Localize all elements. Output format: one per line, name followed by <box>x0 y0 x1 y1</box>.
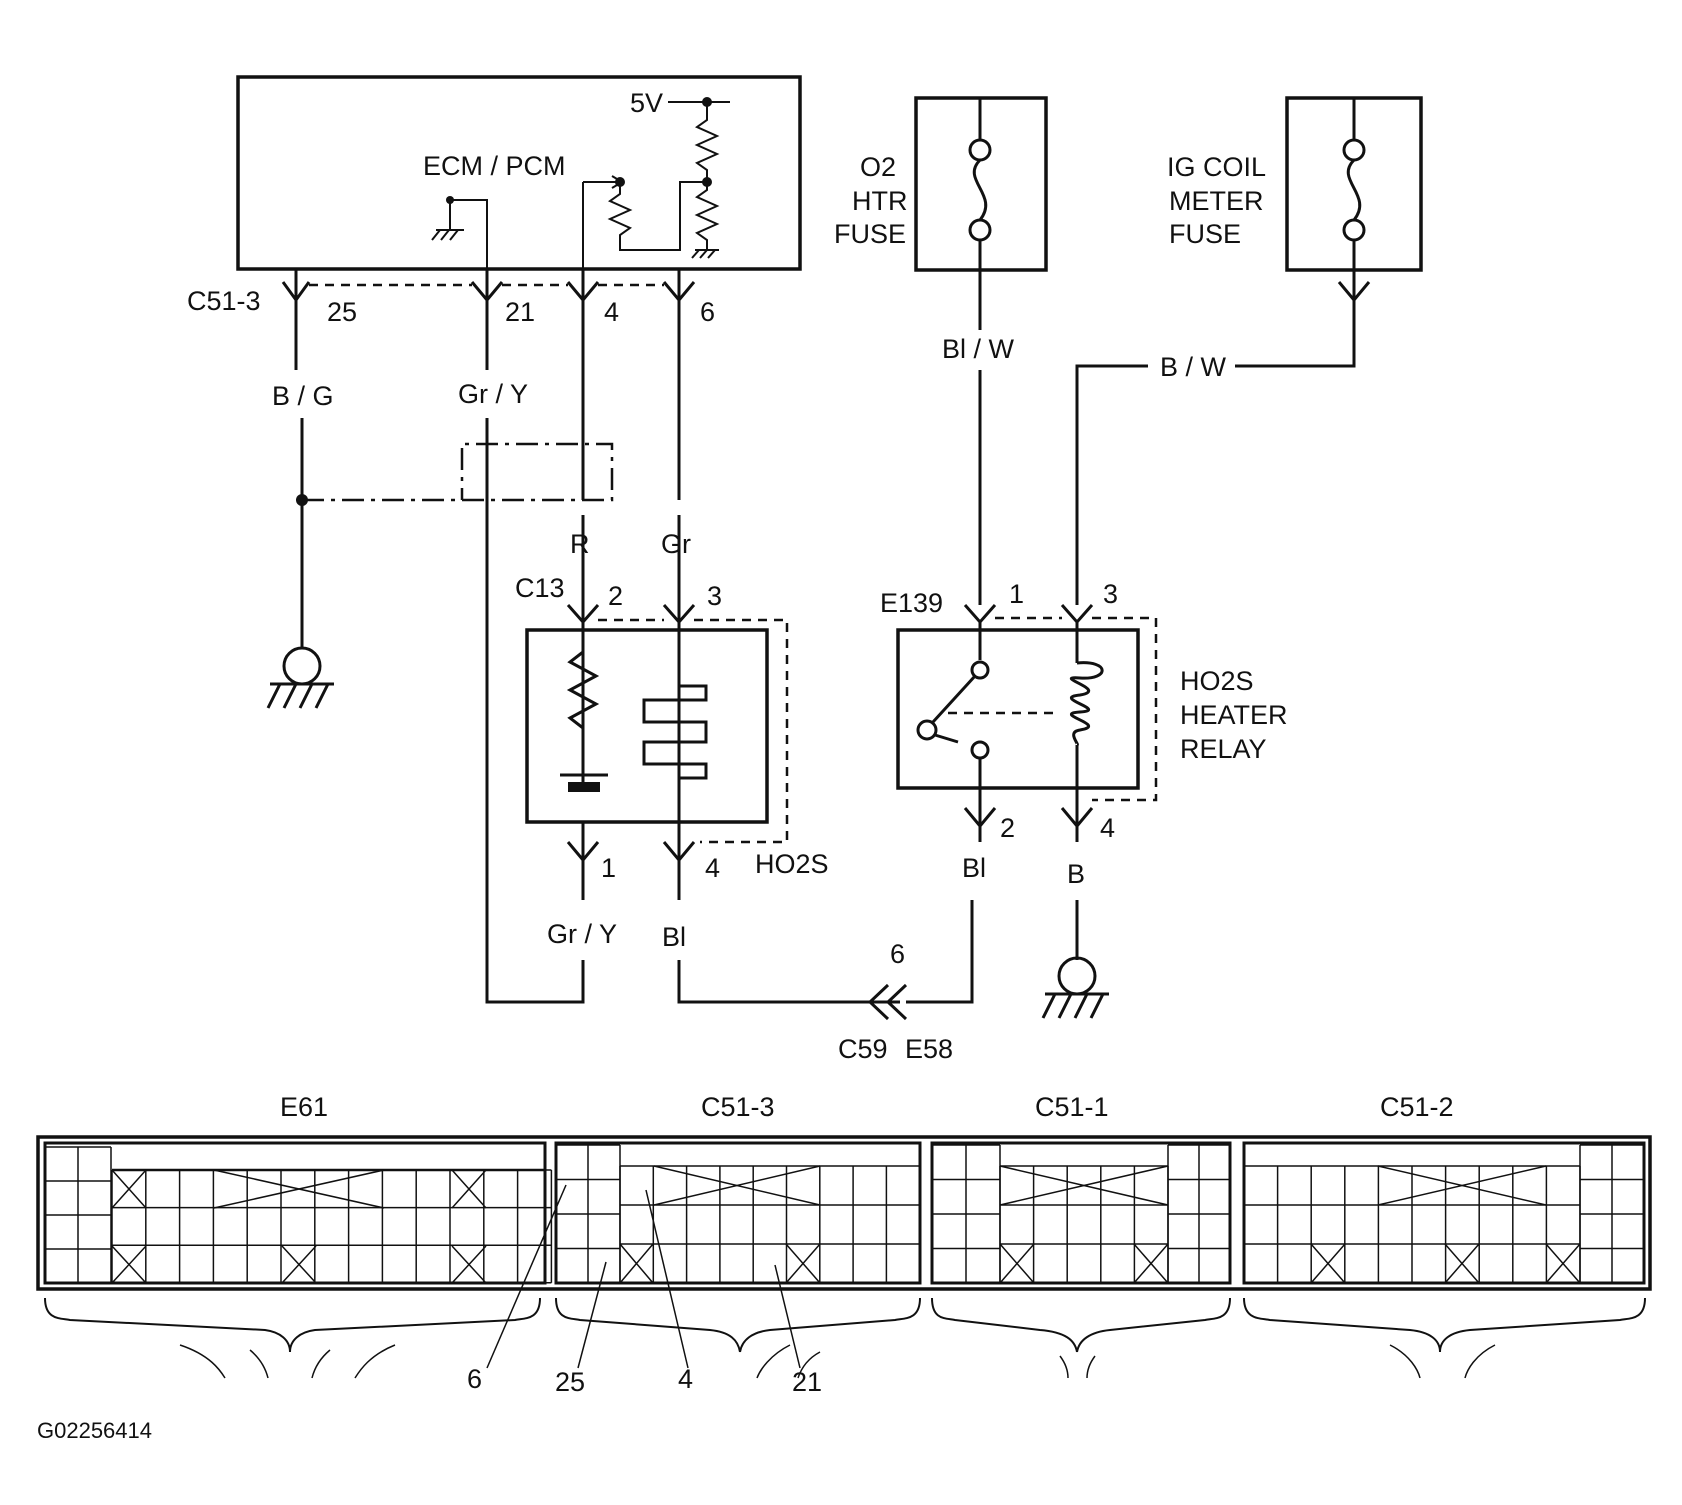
gry-wire: Gr / Y <box>458 379 585 1004</box>
connector-label-c51-3: C51-3 <box>701 1092 775 1122</box>
ecm-pin-6: 6 <box>700 297 715 327</box>
ho2s-pin-1: 1 <box>601 853 616 883</box>
o2-htr-fuse: O2 HTR FUSE Bl / W <box>834 96 1048 605</box>
pin-callout-21: 21 <box>792 1367 822 1397</box>
wire-bl-ho2s-label: Bl <box>662 922 686 952</box>
o2-fuse-line-2: HTR <box>852 186 908 216</box>
shield-line <box>302 442 614 502</box>
wire-bw-label: B / W <box>1160 352 1227 382</box>
5v-label: 5V <box>630 88 663 118</box>
ho2s-heater-relay: E139 1 3 2 4 HO2S HEATER RELAY Bl B <box>880 579 1288 1019</box>
e139-label: E139 <box>880 588 943 618</box>
relay-pin-2: 2 <box>1000 813 1015 843</box>
connector-label-c51-1: C51-1 <box>1035 1092 1109 1122</box>
connector-face-view: E61 C51-3 C51-1 C51-2 6 25 4 21 <box>36 1092 1652 1397</box>
wire-b-relay-label: B <box>1067 859 1085 889</box>
ecm-pin-4: 4 <box>604 297 619 327</box>
ho2s-pin-2: 2 <box>608 581 623 611</box>
ig-fuse-line-1: IG COIL <box>1167 152 1266 182</box>
ecm-pcm-label: ECM / PCM <box>423 151 566 181</box>
ecm-pin-25: 25 <box>327 297 357 327</box>
e58-label: E58 <box>905 1034 953 1064</box>
wire-gry-top-label: Gr / Y <box>458 379 528 409</box>
figure-id: G02256414 <box>37 1418 152 1443</box>
pin-callout-6: 6 <box>467 1364 482 1394</box>
ig-coil-meter-fuse: IG COIL METER FUSE B / W <box>1075 96 1423 605</box>
ecm-pin-21: 21 <box>505 297 535 327</box>
wire-bg-label: B / G <box>272 381 334 411</box>
connector-label-c51-2: C51-2 <box>1380 1092 1454 1122</box>
wire-gr-label: Gr <box>661 529 691 559</box>
o2-fuse-line-3: FUSE <box>834 219 906 249</box>
pin-callout-25: 25 <box>555 1367 585 1397</box>
wire-blw-label: Bl / W <box>942 334 1015 364</box>
c59-e58-connector: 6 C59 E58 <box>838 900 974 1064</box>
ho2s-sensor: C13 2 3 1 4 HO2S Gr / Y Bl <box>515 515 900 1004</box>
ho2s-label: HO2S <box>755 849 829 879</box>
o2-fuse-line-1: O2 <box>860 152 896 182</box>
relay-label-line-3: RELAY <box>1180 734 1267 764</box>
ecm-connector-c51-3: C51-3 25 21 4 6 <box>187 269 715 500</box>
bg-ground-wire: B / G <box>266 381 334 709</box>
c59-pin-6: 6 <box>890 939 905 969</box>
relay-label-line-1: HO2S <box>1180 666 1254 696</box>
ho2s-pin-4: 4 <box>705 853 720 883</box>
pin-callout-4: 4 <box>678 1364 693 1394</box>
relay-pin-4: 4 <box>1100 813 1115 843</box>
wire-r-label: R <box>570 529 590 559</box>
wire-bl-relay-label: Bl <box>962 853 986 883</box>
relay-pin-3: 3 <box>1103 579 1118 609</box>
c13-label: C13 <box>515 573 565 603</box>
ecm-pcm-module: ECM / PCM 5V <box>236 75 802 271</box>
connector-label-e61: E61 <box>280 1092 328 1122</box>
c51-3-label: C51-3 <box>187 286 261 316</box>
relay-label-line-2: HEATER <box>1180 700 1288 730</box>
relay-pin-1: 1 <box>1009 579 1024 609</box>
ig-fuse-line-2: METER <box>1169 186 1264 216</box>
c59-label: C59 <box>838 1034 888 1064</box>
ig-fuse-line-3: FUSE <box>1169 219 1241 249</box>
ho2s-pin-3: 3 <box>707 581 722 611</box>
wire-gry-bottom-label: Gr / Y <box>547 919 617 949</box>
